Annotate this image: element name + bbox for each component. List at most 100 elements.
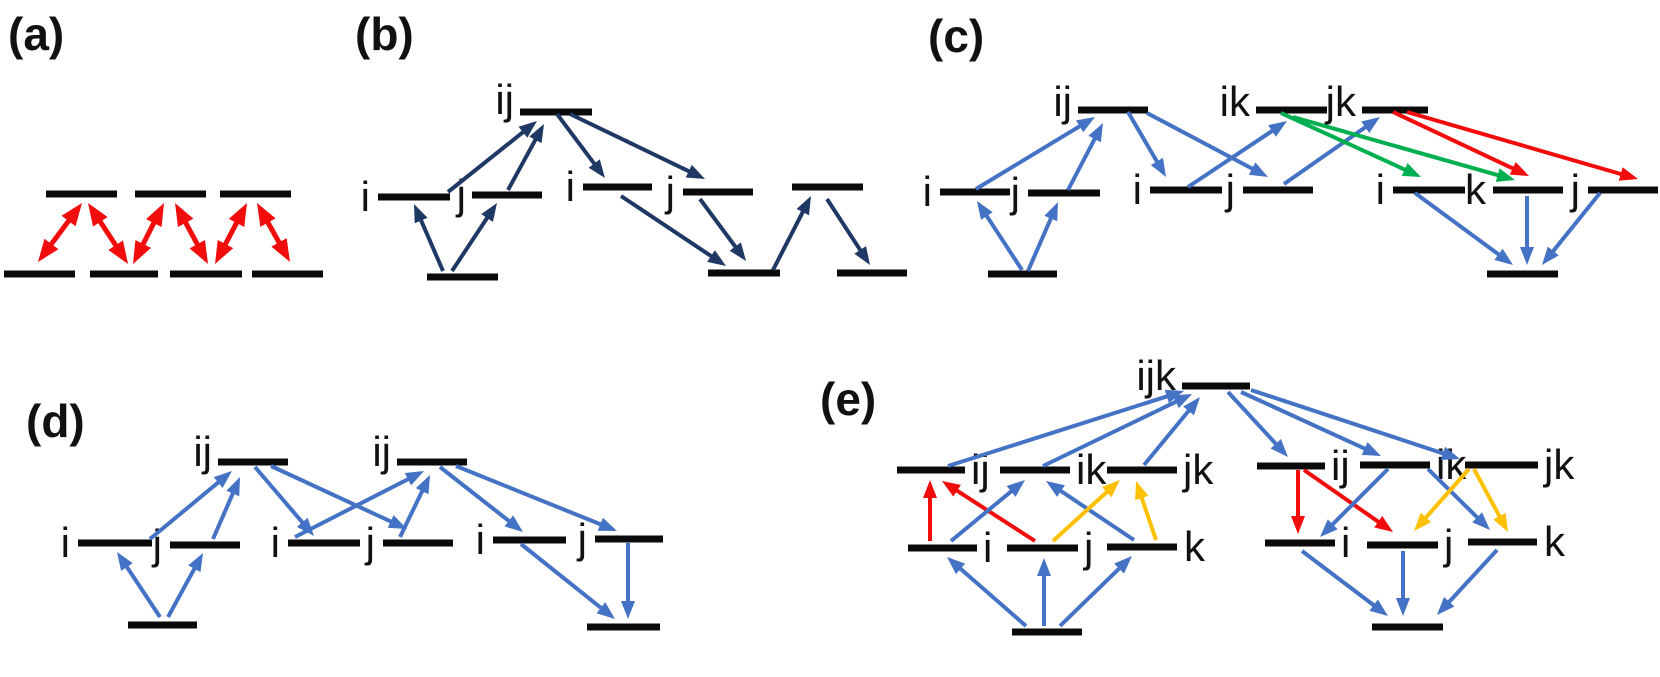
arrow-red (942, 481, 1037, 543)
level-label-ij: ij (193, 428, 212, 475)
arrow-shaft (1302, 468, 1384, 527)
panel-letter-a: (a) (8, 8, 64, 60)
arrowhead (117, 552, 133, 571)
arrow-shaft (1058, 563, 1125, 628)
arrow-shaft (1042, 397, 1182, 468)
arrowhead (404, 471, 424, 486)
arrow-blue (1542, 191, 1602, 265)
arrowhead (1150, 157, 1166, 177)
arrow-shaft (519, 542, 607, 613)
arrowhead (977, 201, 993, 220)
arrow-yellow (1414, 467, 1471, 531)
arrowhead (1268, 121, 1287, 137)
arrow-blue (1520, 196, 1534, 265)
level-label-ij: ij (1331, 442, 1350, 489)
arrow-green (1292, 115, 1515, 182)
arrowhead (796, 196, 811, 216)
level-label-ij: ij (372, 428, 391, 475)
arrowhead (1075, 117, 1095, 133)
arrow-shaft (1051, 487, 1113, 543)
arrow-shaft (1406, 110, 1627, 178)
arrow-blue (1437, 548, 1499, 615)
arrow-blue (211, 477, 240, 540)
arrow-blue (1037, 558, 1051, 626)
arrowhead (621, 601, 635, 619)
arrow-shaft (506, 134, 540, 191)
arrowhead (1291, 516, 1305, 534)
arrowhead (1361, 117, 1380, 134)
arrow-shaft (1392, 110, 1519, 173)
level-label-j: j (1009, 169, 1020, 216)
panel-letter-d: (d) (26, 395, 85, 447)
level-label-k: k (1184, 523, 1206, 570)
arrowhead (1183, 397, 1200, 416)
arrow-blue (1186, 121, 1287, 189)
arrow-shaft (947, 392, 1173, 468)
panel-a: (a) (4, 8, 323, 278)
level-label-i: i (476, 516, 485, 563)
arrow-shaft (398, 485, 427, 538)
arrowhead (1046, 481, 1065, 497)
level-label-i: i (923, 168, 932, 215)
arrow-shaft (1280, 111, 1411, 174)
arrowhead (1495, 168, 1515, 182)
arrow-blue (294, 471, 424, 539)
arrow-blue (1426, 467, 1490, 530)
arrowhead (1401, 163, 1421, 177)
arrow-shaft (1250, 388, 1449, 457)
arrow-shaft (1226, 390, 1281, 450)
arrow-shaft (1055, 486, 1136, 542)
arrowhead (1494, 248, 1513, 265)
arrow-navy (619, 194, 726, 266)
arrowhead (175, 203, 194, 227)
arrow-shaft (951, 486, 1037, 543)
arrow-shaft (211, 487, 237, 540)
arrow-blue (398, 475, 430, 538)
arrowhead (1374, 515, 1393, 532)
arrowhead (213, 471, 232, 488)
arrowhead (1088, 123, 1103, 143)
arrow-blue (117, 552, 162, 619)
arrow-shaft (1138, 492, 1158, 541)
arrowhead (518, 121, 537, 138)
arrow-shaft (1444, 548, 1499, 608)
level-label-j: j (364, 519, 375, 566)
panel-letter-e: (e) (820, 373, 876, 425)
arrow-yellow (1135, 481, 1158, 541)
level-label-i: i (566, 163, 575, 210)
arrowhead (257, 203, 276, 227)
arrow-shaft (1066, 133, 1099, 191)
arrowhead (504, 515, 523, 532)
arrow-navy (825, 197, 870, 265)
arrow-navy (446, 121, 537, 194)
level-label-ij: ij (1053, 78, 1072, 125)
arrow-shaft (1472, 468, 1504, 522)
arrow-blue (1250, 388, 1460, 461)
arrowhead (1369, 599, 1388, 616)
arrow-blue (1146, 111, 1268, 177)
arrow-shaft (825, 197, 865, 256)
arrow-shaft (94, 214, 122, 253)
arrow-blue (1413, 191, 1513, 265)
arrow-shaft (949, 486, 1017, 543)
arrow-blue (1026, 202, 1058, 272)
arrowhead (1101, 480, 1120, 498)
arrow-shaft (1426, 467, 1483, 523)
arrow-blue (621, 543, 635, 619)
arrowhead (1361, 442, 1381, 456)
level-label-i: i (61, 519, 70, 566)
arrow-shaft (1142, 405, 1194, 467)
arrowhead (414, 204, 428, 224)
arrow-shaft (1026, 212, 1055, 272)
arrowhead (1320, 519, 1338, 537)
arrow-blue (1058, 556, 1132, 628)
arrowhead (1472, 512, 1490, 530)
arrowhead (188, 553, 203, 573)
arrowhead (1618, 167, 1638, 181)
arrow-blue (1066, 123, 1103, 191)
arrow-red (1392, 110, 1529, 176)
level-label-i: i (1133, 166, 1142, 213)
arrow-shaft (698, 197, 741, 253)
arrowhead (387, 515, 407, 529)
arrowhead (685, 164, 705, 179)
